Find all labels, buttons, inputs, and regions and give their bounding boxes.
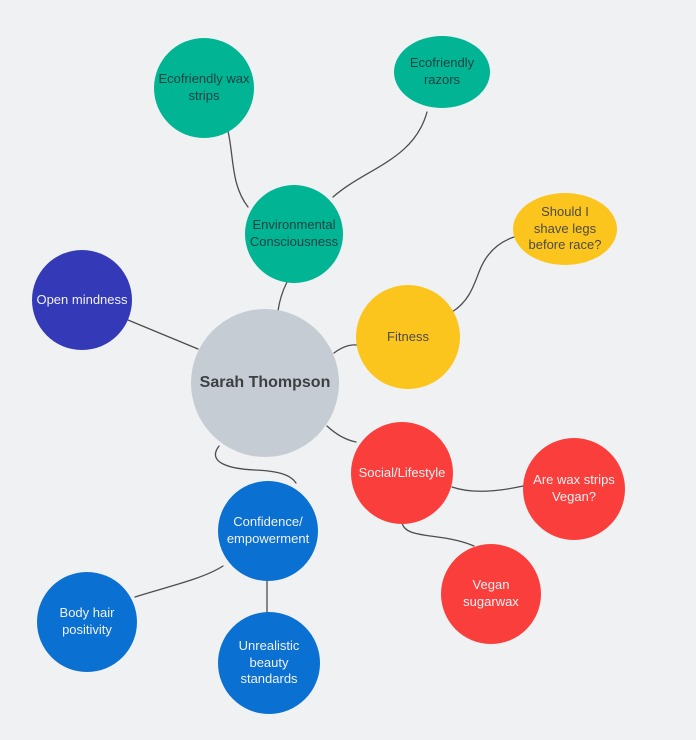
edge-social-waxvegan: [451, 485, 524, 492]
edge-sarah-fitness: [333, 344, 358, 354]
node-are-wax-strips-vegan-label: Are wax strips Vegan?: [533, 472, 615, 504]
node-environmental-consciousness[interactable]: Environmental Consciousness: [245, 185, 343, 283]
edge-sarah-social: [326, 425, 357, 443]
node-sarah-thompson[interactable]: Sarah Thompson: [191, 309, 339, 457]
edge-environmental-sarah: [277, 281, 288, 312]
node-social-lifestyle-label: Social/Lifestyle: [358, 464, 446, 480]
node-open-mindness-label: Open mindness: [36, 291, 128, 307]
node-vegan-sugarwax-label: Vegan sugarwax: [463, 577, 519, 609]
node-open-mindness[interactable]: Open mindness: [32, 250, 132, 350]
edge-social-sugarwax: [401, 521, 475, 547]
node-unrealistic-beauty-standards[interactable]: Unrealistic beauty standards: [218, 612, 320, 714]
node-social-lifestyle[interactable]: Social/Lifestyle: [351, 422, 453, 524]
node-confidence-empowerment[interactable]: Confidence/ empowerment: [218, 481, 318, 581]
edge-sarah-openmindness: [127, 319, 199, 350]
node-unrealistic-beauty-standards-label: Unrealistic beauty standards: [238, 637, 300, 687]
node-sarah-thompson-label: Sarah Thompson: [199, 373, 331, 391]
edge-fitness-shavelegs: [451, 236, 515, 313]
node-ecofriendly-wax-strips[interactable]: Ecofriendly wax strips: [154, 38, 254, 138]
edge-waxstrips-environmental: [227, 130, 249, 208]
edge-confidence-bodyhair: [134, 565, 224, 598]
node-ecofriendly-wax-strips-label: Ecofriendly wax strips: [158, 71, 250, 103]
node-are-wax-strips-vegan[interactable]: Are wax strips Vegan?: [523, 438, 625, 540]
node-ecofriendly-razors-label: Ecofriendly razors: [409, 55, 475, 87]
edge-sarah-confidence: [214, 445, 297, 484]
node-ecofriendly-razors[interactable]: Ecofriendly razors: [394, 36, 490, 108]
node-confidence-empowerment-label: Confidence/ empowerment: [226, 514, 310, 546]
node-body-hair-positivity-label: Body hair positivity: [59, 605, 115, 637]
node-vegan-sugarwax[interactable]: Vegan sugarwax: [441, 544, 541, 644]
edge-razors-environmental: [332, 111, 428, 198]
node-environmental-consciousness-label: Environmental Consciousness: [249, 217, 339, 249]
node-should-i-shave-legs-before-race[interactable]: Should I shave legs before race?: [513, 193, 617, 265]
node-fitness-label: Fitness: [387, 328, 429, 344]
node-should-i-shave-legs-before-race-label: Should I shave legs before race?: [528, 203, 602, 253]
node-fitness[interactable]: Fitness: [356, 285, 460, 389]
node-body-hair-positivity[interactable]: Body hair positivity: [37, 572, 137, 672]
